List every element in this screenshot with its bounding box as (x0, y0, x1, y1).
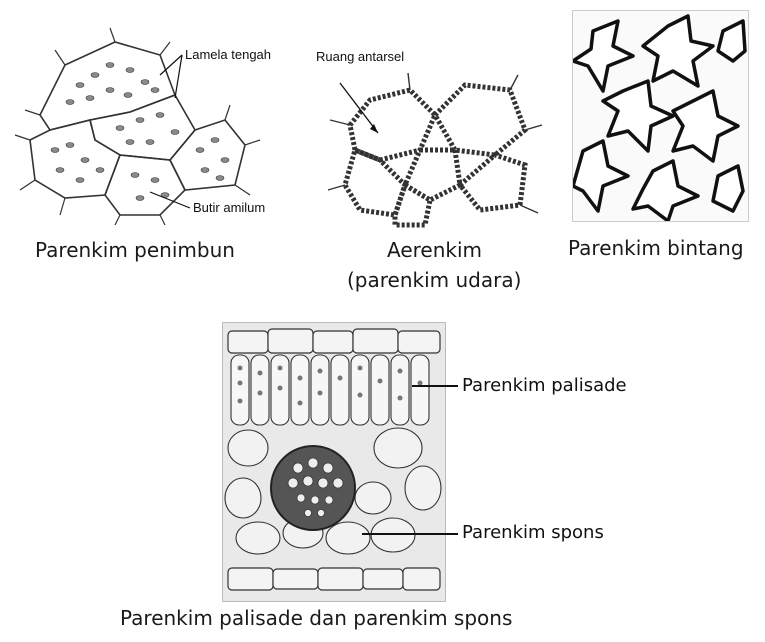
parenkim-spons-label: Parenkim spons (462, 522, 604, 543)
palisade-spons-caption: Parenkim palisade dan parenkim spons (120, 606, 513, 630)
palisade-spons-illustration (224, 328, 442, 591)
aerenkim-illustration (327, 72, 543, 228)
penimbun-caption: Parenkim penimbun (35, 238, 235, 262)
ruang-antarsel-label: Ruang antarsel (316, 49, 405, 64)
lamela-tengah-label: Lamela tengah (185, 47, 272, 62)
aerenkim-diagram: Ruang antarsel (310, 45, 555, 230)
palisade-pointer (412, 385, 458, 387)
aerenkim-caption-line2: (parenkim udara) (347, 268, 522, 292)
butir-amilum-label: Butir amilum (193, 200, 266, 215)
bintang-illustration (573, 14, 747, 221)
aerenkim-caption-line1: Aerenkim (387, 238, 483, 262)
spons-pointer (362, 533, 458, 535)
penimbun-illustration (14, 27, 261, 225)
parenkim-palisade-label: Parenkim palisade (462, 375, 627, 396)
bintang-diagram (572, 10, 749, 222)
penimbun-diagram: Lamela tengah Butir amilum (10, 20, 310, 225)
bintang-caption: Parenkim bintang (568, 236, 744, 260)
palisade-spons-diagram (222, 322, 446, 602)
